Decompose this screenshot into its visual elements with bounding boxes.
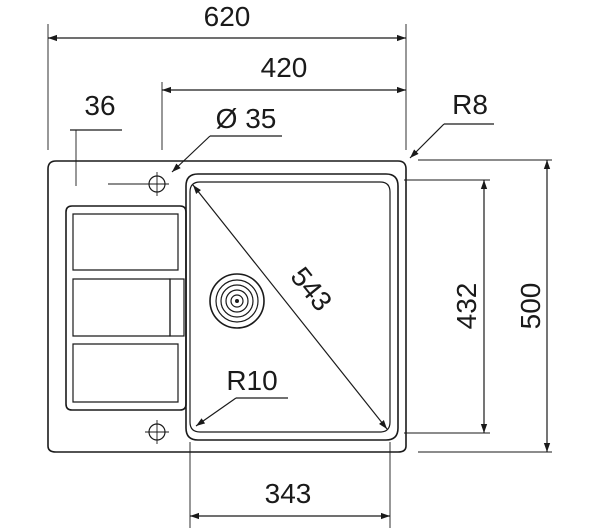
sink-outline [47,160,407,453]
dim-corner-radius-outer: R8 [452,89,488,120]
leader-lines [171,123,494,427]
dim-bowl-span: 420 [261,52,308,83]
tap-hole-top-icon [145,172,169,196]
dim-tap-hole: Ø 35 [216,103,277,134]
dim-diagonal: 543 [285,261,338,317]
drainer-area [65,205,187,411]
dimension-lines [48,34,551,520]
bowl [185,173,399,441]
drain-waste-icon [209,273,265,329]
tap-hole-bottom-icon [145,420,169,444]
dim-overall-depth: 500 [515,283,546,330]
dim-offset-left: 36 [84,90,115,121]
dim-bowl-width: 343 [265,478,312,509]
dim-overall-width: 620 [204,1,251,32]
dim-corner-radius-bowl: R10 [226,365,277,396]
dim-bowl-depth: 432 [451,283,482,330]
